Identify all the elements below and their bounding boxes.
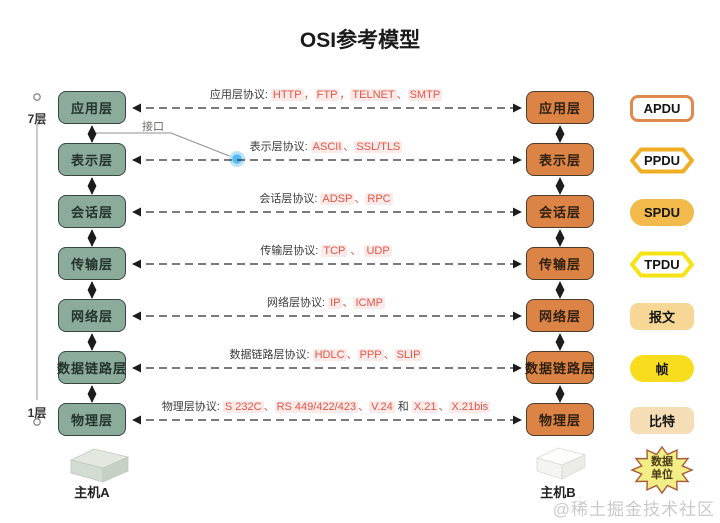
layer1-label: 1层 [27, 406, 47, 420]
protocol-token: HDLC [312, 349, 347, 361]
pdu-badge: 帧 [630, 355, 694, 382]
layer-box-left: 传输层 [58, 247, 126, 280]
protocol-label: 表示层协议:ASCII、SSL/TLS [130, 140, 522, 154]
protocol-token: SLIP [394, 349, 423, 361]
protocol-token: ASCII [310, 141, 344, 153]
protocol-token: SMTP [407, 89, 443, 101]
protocol-token: ， [339, 89, 351, 101]
data-unit-badge: 数据 单位 [632, 456, 692, 482]
protocol-token: 、 [358, 401, 370, 413]
pdu-badge: PPDU [630, 147, 694, 174]
layer-box-left: 表示层 [58, 143, 126, 176]
interface-label: 接口 [142, 121, 164, 133]
pdu-label: 比特 [648, 414, 675, 429]
protocol-label: 会话层协议:ADSP、RPC [130, 192, 522, 206]
protocol-prefix: 数据链路层协议: [229, 349, 310, 361]
axis-top-dot [33, 93, 41, 101]
protocol-prefix: 传输层协议: [260, 245, 319, 257]
protocol-token: FTP [314, 89, 340, 101]
layer-box-right: 数据链路层 [525, 351, 594, 384]
protocol-token: 和 [394, 401, 412, 413]
layer-box-left: 会话层 [58, 195, 126, 228]
axis-bottom-dot [33, 418, 41, 426]
protocol-token: S 232C [222, 401, 264, 413]
pdu-badge: 报文 [630, 303, 694, 330]
host-b-icon [535, 447, 587, 480]
protocol-token: UDP [364, 245, 392, 257]
protocol-token: PPP [357, 349, 384, 361]
protocol-token: 、 [342, 297, 354, 309]
interface-pointer-line [92, 132, 238, 160]
protocol-prefix: 物理层协议: [161, 401, 220, 413]
pdu-label: 报文 [648, 310, 675, 325]
protocol-label: 物理层协议:S 232C、RS 449/422/423、V.24 和 X.21、… [130, 400, 522, 414]
protocol-token: IP [328, 297, 343, 309]
layer-box-right: 应用层 [526, 91, 594, 124]
pdu-badge: 比特 [630, 407, 694, 434]
data-unit-line2: 单位 [651, 469, 673, 481]
layer-box-right: 表示层 [526, 143, 594, 176]
protocol-label: 网络层协议:IP、ICMP [130, 296, 522, 310]
protocol-token: 、 [396, 89, 408, 101]
layer-box-left: 应用层 [58, 91, 126, 124]
pdu-label: 帧 [655, 362, 669, 377]
pdu-badge: SPDU [630, 199, 694, 226]
protocol-prefix: 会话层协议: [259, 193, 318, 205]
protocol-token: TELNET [350, 89, 397, 101]
protocol-token: 、 [347, 245, 365, 257]
protocol-prefix: 应用层协议: [209, 89, 268, 101]
protocol-token: ， [303, 89, 315, 101]
protocol-token: ADSP [320, 193, 355, 205]
layer-box-left: 物理层 [58, 403, 126, 436]
layer-box-left: 数据链路层 [57, 351, 126, 384]
data-unit-line1: 数据 [651, 456, 673, 468]
protocol-token: V.24 [369, 401, 395, 413]
pdu-hexagon-shape [630, 147, 694, 174]
protocol-label: 数据链路层协议:HDLC、PPP、SLIP [130, 348, 522, 362]
protocol-token: 、 [263, 401, 275, 413]
protocol-token: 、 [438, 401, 450, 413]
host-a-label: 主机A [74, 485, 110, 500]
layer-box-right: 物理层 [526, 403, 594, 436]
layer-box-left: 网络层 [58, 299, 126, 332]
protocol-label: 传输层协议:TCP 、 UDP [130, 244, 522, 258]
host-b-label: 主机B [540, 485, 576, 500]
data-unit-starburst [630, 445, 694, 495]
protocol-token: TCP [321, 245, 348, 257]
protocol-token: 、 [354, 193, 366, 205]
protocol-token: HTTP [270, 89, 304, 101]
layer-box-right: 网络层 [526, 299, 594, 332]
protocol-token: X.21bis [449, 401, 491, 413]
pdu-hexagon-shape [630, 251, 694, 278]
protocol-token: RPC [365, 193, 393, 205]
interface-dot [232, 154, 242, 164]
protocol-token: 、 [383, 349, 395, 361]
page-title: OSI参考模型 [299, 29, 421, 52]
host-a-icon [69, 448, 130, 483]
protocol-token: X.21 [411, 401, 439, 413]
pdu-label: PPDU [643, 153, 681, 168]
pdu-badge: TPDU [630, 251, 694, 278]
protocol-token: SSL/TLS [354, 141, 403, 153]
layer-box-right: 会话层 [526, 195, 594, 228]
pdu-label: APDU [643, 101, 681, 116]
protocol-token: 、 [343, 141, 355, 153]
protocol-token: RS 449/422/423 [274, 401, 359, 413]
protocol-label: 应用层协议:HTTP，FTP，TELNET、SMTP [130, 88, 522, 102]
protocol-prefix: 网络层协议: [267, 297, 326, 309]
pdu-label: TPDU [644, 257, 680, 272]
pdu-badge: APDU [630, 95, 694, 122]
layer7-label: 7层 [27, 112, 47, 126]
protocol-token: ICMP [353, 297, 385, 309]
protocol-prefix: 表示层协议: [249, 141, 308, 153]
layer-box-right: 传输层 [526, 247, 594, 280]
watermark: @稀土掘金技术社区 [552, 500, 715, 519]
protocol-token: 、 [346, 349, 358, 361]
pdu-label: SPDU [643, 205, 681, 220]
